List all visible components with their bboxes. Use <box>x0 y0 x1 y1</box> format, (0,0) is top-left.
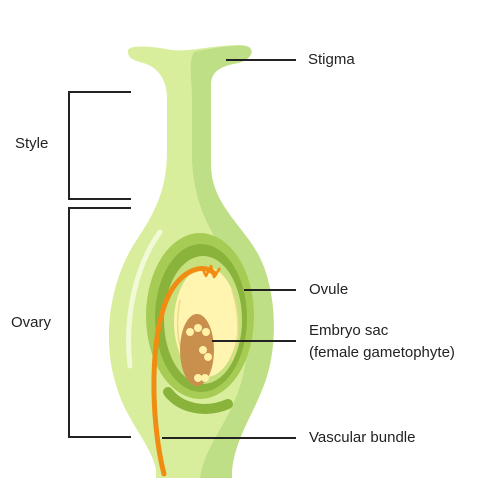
pistil-highlight <box>126 229 163 369</box>
label-style: Style <box>15 135 49 152</box>
style-bracket <box>68 91 131 200</box>
label-ovule: Ovule <box>309 281 349 298</box>
embryo-sac-cells <box>186 324 212 382</box>
ovary-bracket <box>68 207 131 438</box>
label-stigma: Stigma <box>308 51 355 68</box>
label-embryo-sac: Embryo sac <box>309 322 389 339</box>
label-ovary: Ovary <box>11 314 52 331</box>
label-embryo-sac-detail: (female gametophyte) <box>309 344 455 361</box>
label-vascular-bundle: Vascular bundle <box>309 429 416 446</box>
vascular-bundle <box>151 266 218 477</box>
